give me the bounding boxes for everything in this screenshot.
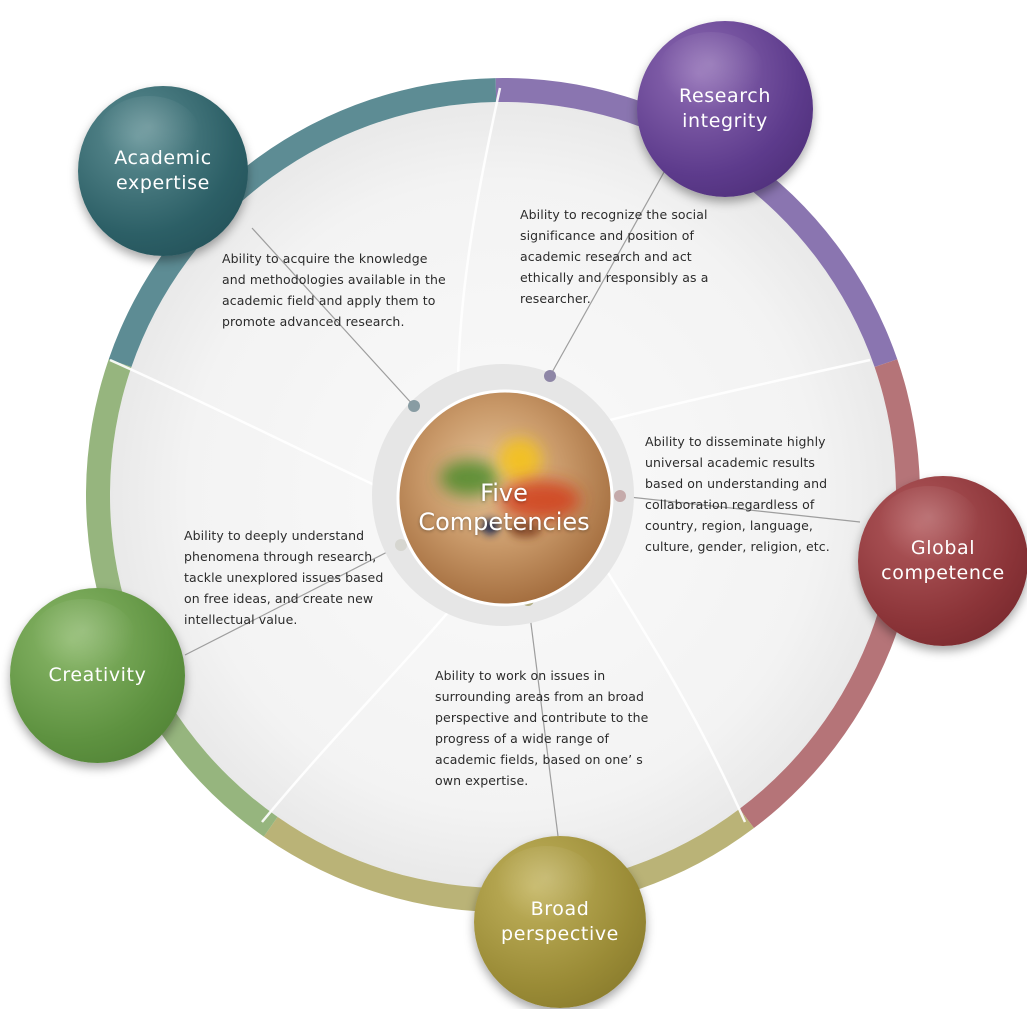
connector-integrity <box>549 164 669 377</box>
ring-segment-creativity <box>86 359 278 837</box>
competency-global-competence: Global competence <box>858 476 1027 646</box>
center-sphere <box>396 389 614 607</box>
divider-line <box>609 358 871 422</box>
center-title: Five Competencies <box>398 423 610 593</box>
ring-segment-expertise <box>108 78 497 368</box>
divider-line <box>109 358 386 492</box>
dot-integrity <box>544 370 556 382</box>
connector-expertise <box>251 227 415 407</box>
divider-line <box>261 609 451 823</box>
competency-academic-expertise: Academic expertise <box>78 86 248 256</box>
connector-global <box>619 495 861 523</box>
dot-creativity <box>395 539 407 551</box>
divider-line <box>598 559 747 823</box>
connector-creativity <box>184 544 402 656</box>
dot-expertise <box>408 400 420 412</box>
competency-research-integrity: Research integrity <box>637 21 813 197</box>
description-creativity: Ability to deeply understand phenomena t… <box>184 528 384 627</box>
competency-name: Global competence <box>881 537 1005 584</box>
competency-name: Research integrity <box>679 85 771 132</box>
description-broad-perspective: Ability to work on issues in surrounding… <box>435 668 649 788</box>
segment-dividers <box>109 87 871 823</box>
competency-name: Creativity <box>48 664 147 686</box>
center-title-text: Five Competencies <box>418 479 590 536</box>
description-global-competence: Ability to disseminate highly universal … <box>645 434 830 554</box>
divider-line <box>456 87 502 381</box>
description-academic-expertise: Ability to acquire the knowledge and met… <box>222 251 446 329</box>
connector-lines <box>184 164 861 837</box>
description-research-integrity: Ability to recognize the social signific… <box>520 207 709 306</box>
competency-broad-perspective: Broad perspective <box>474 836 646 1008</box>
competency-name: Broad perspective <box>501 898 619 945</box>
competency-creativity: Creativity <box>10 588 185 763</box>
dot-global <box>614 490 626 502</box>
competency-name: Academic expertise <box>114 147 212 194</box>
connector-broad <box>527 599 559 837</box>
